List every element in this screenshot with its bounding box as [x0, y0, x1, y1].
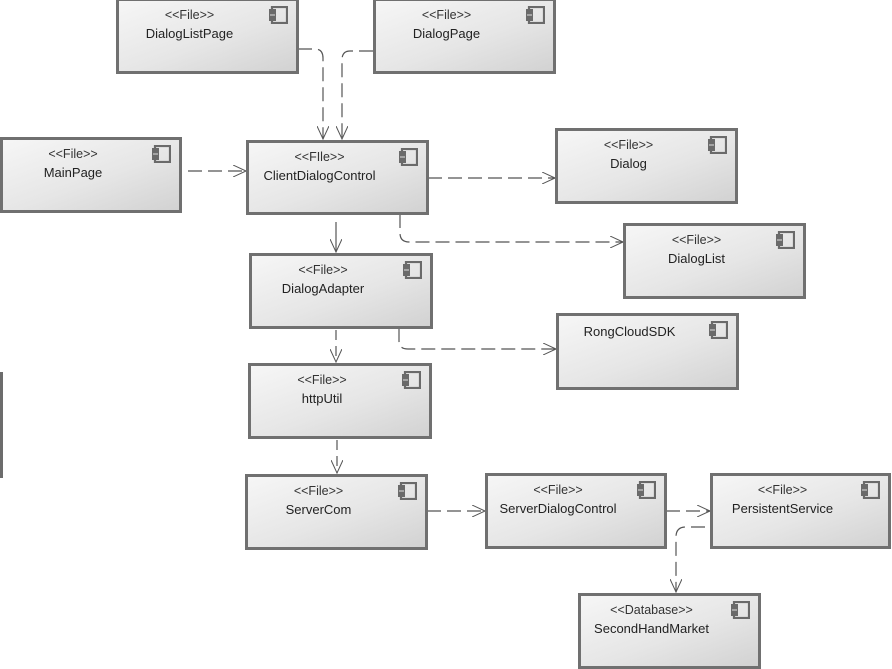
node-stereotype: <<File>>	[533, 483, 583, 497]
node-serverdialogcontrol[interactable]: <<File>> ServerDialogControl	[485, 473, 667, 549]
node-stereotype: <<File>>	[671, 233, 722, 247]
node-name: MainPage	[43, 165, 103, 180]
component-icon	[708, 136, 727, 154]
edge-dialoglistpage-to-clientdialogcontrol[interactable]	[298, 48, 323, 139]
node-name: Dialog	[610, 156, 647, 171]
component-icon	[269, 6, 288, 24]
node-name: PersistentService	[731, 501, 834, 516]
node-stereotype: <<File>>	[293, 484, 344, 498]
node-name: ServerCom	[285, 502, 352, 517]
edge-dialogadapter-to-rongcloudsdk[interactable]	[398, 328, 556, 349]
node-stereotype: <<File>>	[164, 8, 215, 22]
node-mainpage[interactable]: <<File>> MainPage	[0, 137, 182, 213]
frame-edge-line	[0, 372, 3, 478]
node-name: DialogPage	[412, 26, 481, 41]
edge-dialogpage-to-clientdialogcontrol[interactable]	[342, 50, 373, 139]
component-icon	[398, 482, 417, 500]
component-icon	[526, 6, 545, 24]
component-icon	[403, 261, 422, 279]
component-icon	[402, 371, 421, 389]
node-name: DialogListPage	[145, 26, 234, 41]
node-rongcloudsdk[interactable]: RongCloudSDK	[556, 313, 739, 390]
node-dialogadapter[interactable]: <<File>> DialogAdapter	[249, 253, 433, 329]
node-dialog[interactable]: <<File>> Dialog	[555, 128, 738, 204]
node-name: ServerDialogControl	[499, 501, 617, 516]
edge-persistentservice-to-secondhandmarket[interactable]	[676, 526, 705, 592]
node-name: DialogAdapter	[281, 281, 365, 296]
node-stereotype: <<FIle>>	[294, 150, 345, 164]
node-stereotype: <<File>>	[603, 138, 654, 152]
node-dialoglist[interactable]: <<File>> DialogList	[623, 223, 806, 299]
node-stereotype: <<File>>	[421, 8, 472, 22]
node-persistentservice[interactable]: <<File>> PersistentService	[710, 473, 891, 549]
component-icon	[709, 321, 728, 339]
node-dialoglistpage[interactable]: <<File>> DialogListPage	[116, 0, 299, 74]
node-httputil[interactable]: <<File>> httpUtil	[248, 363, 432, 439]
node-stereotype: <<Database>>	[610, 603, 693, 617]
node-name: SecondHandMarket	[594, 621, 709, 636]
node-stereotype: <<File>>	[757, 483, 808, 497]
node-stereotype: <<File>>	[298, 263, 348, 277]
node-dialogpage[interactable]: <<File>> DialogPage	[373, 0, 556, 74]
node-stereotype: <<File>>	[297, 373, 347, 387]
node-name: ClientDialogControl	[263, 168, 376, 183]
component-icon	[637, 481, 656, 499]
component-icon	[399, 148, 418, 166]
component-icon	[861, 481, 880, 499]
component-icon	[776, 231, 795, 249]
component-icon	[731, 601, 750, 619]
node-stereotype: <<File>>	[48, 147, 98, 161]
node-name: RongCloudSDK	[583, 324, 676, 339]
edge-clientdialogcontrol-to-dialoglist[interactable]	[399, 214, 623, 242]
node-secondhandmarket[interactable]: <<Database>> SecondHandMarket	[578, 593, 761, 669]
node-name: httpUtil	[301, 391, 343, 406]
component-icon	[152, 145, 171, 163]
node-servercom[interactable]: <<File>> ServerCom	[245, 474, 428, 550]
node-clientdialogcontrol[interactable]: <<FIle>> ClientDialogControl	[246, 140, 429, 215]
node-name: DialogList	[667, 251, 726, 266]
